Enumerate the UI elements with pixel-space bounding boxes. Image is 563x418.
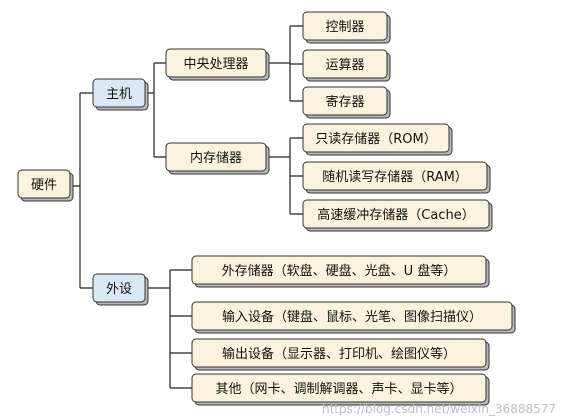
connector-root: [70, 92, 93, 289]
node-memory: 内存储器: [165, 142, 270, 175]
connector-memory: [266, 137, 303, 215]
node-peripherals-label: 外设: [106, 282, 132, 297]
node-output-devices: 输出设备（显示器、打印机、绘图仪等）: [191, 338, 490, 371]
node-controller-label: 控制器: [325, 20, 364, 35]
watermark-text: https://blog.csdn.net/weixin_36888577: [322, 402, 556, 416]
node-peripherals: 外设: [92, 273, 149, 306]
node-external-storage-label: 外存储器（软盘、硬盘、光盘、U 盘等）: [222, 263, 457, 279]
node-cache-label: 高速缓冲存储器（Cache）: [317, 207, 474, 223]
node-rom: 只读存储器（ROM）: [302, 123, 453, 156]
connector-cpu: [266, 25, 303, 102]
connector-peripherals: [145, 269, 192, 389]
node-register-label: 寄存器: [325, 94, 364, 110]
node-ram: 随机读写存储器（RAM）: [302, 161, 491, 194]
node-alu-label: 运算器: [325, 58, 364, 73]
node-input-devices-label: 输入设备（键盘、鼠标、光笔、图像扫描仪）: [222, 309, 482, 325]
node-host: 主机: [92, 78, 149, 111]
node-input-devices: 输入设备（键盘、鼠标、光笔、图像扫描仪）: [191, 301, 516, 334]
node-alu: 运算器: [302, 49, 391, 82]
node-host-label: 主机: [106, 87, 132, 102]
connector-host: [145, 62, 166, 158]
node-root: 硬件: [17, 169, 74, 202]
node-output-devices-label: 输出设备（显示器、打印机、绘图仪等）: [222, 346, 456, 362]
node-cache: 高速缓冲存储器（Cache）: [302, 199, 493, 232]
node-other-devices: 其他（网卡、调制解调器、声卡、显卡等）: [191, 373, 490, 406]
node-root-label: 硬件: [31, 178, 57, 193]
node-external-storage: 外存储器（软盘、硬盘、光盘、U 盘等）: [191, 255, 490, 288]
node-ram-label: 随机读写存储器（RAM）: [322, 170, 468, 185]
node-cpu: 中央处理器: [165, 48, 270, 81]
node-rom-label: 只读存储器（ROM）: [315, 132, 436, 147]
node-other-devices-label: 其他（网卡、调制解调器、声卡、显卡等）: [215, 381, 462, 397]
node-register: 寄存器: [302, 86, 391, 119]
node-controller: 控制器: [302, 11, 391, 44]
node-cpu-label: 中央处理器: [183, 57, 248, 72]
node-memory-label: 内存储器: [190, 150, 242, 166]
